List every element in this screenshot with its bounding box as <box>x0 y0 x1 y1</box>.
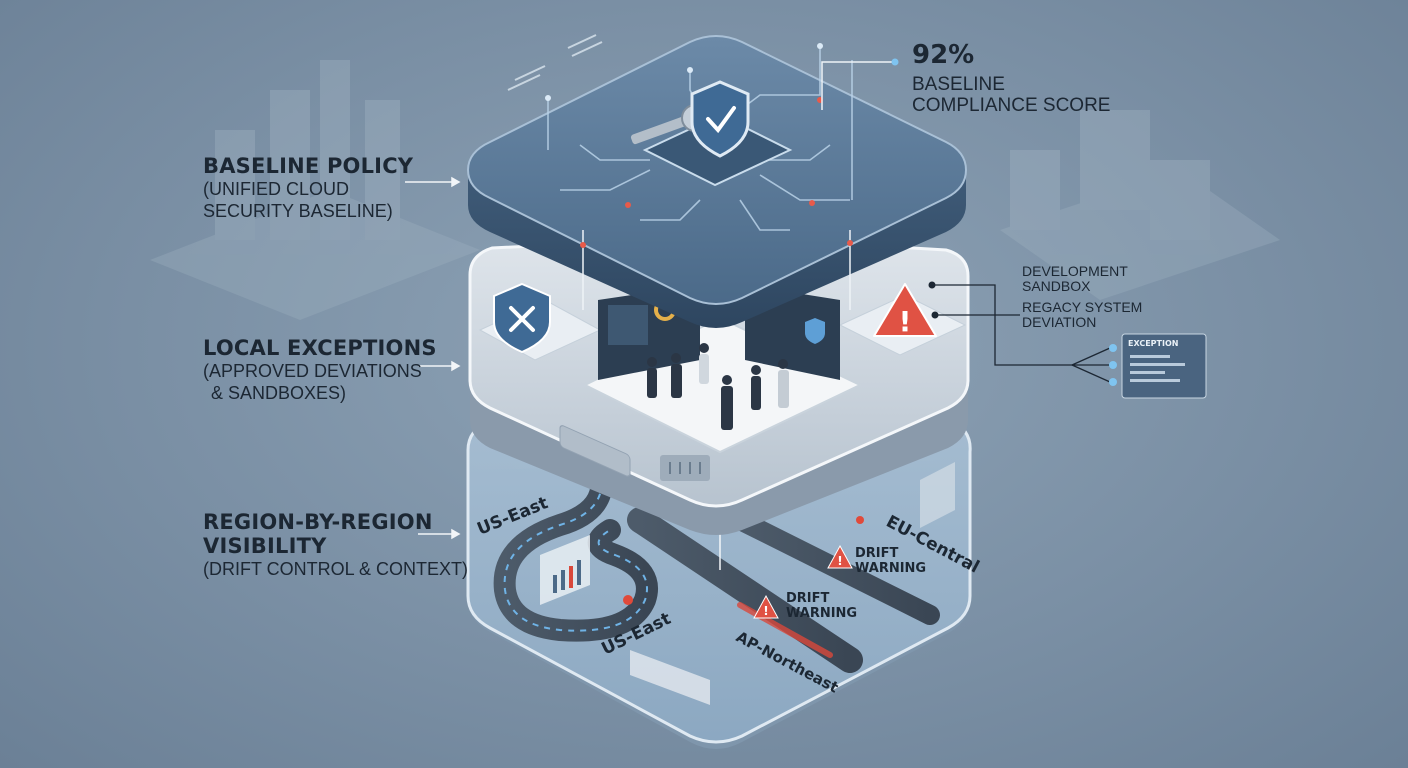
team-of-people <box>647 343 789 430</box>
region-report-panel <box>630 650 710 705</box>
layer-label-baseline-policy: BASELINE POLICY (UNIFIED CLOUD SECURITY … <box>203 154 413 222</box>
svg-text:!: ! <box>763 604 768 618</box>
compliance-score-label: BASELINE COMPLIANCE SCORE <box>912 74 1110 116</box>
region-chart-panel <box>540 535 590 605</box>
svg-text:!: ! <box>899 305 912 338</box>
region-side-panel <box>920 462 955 528</box>
drift-warning-1-line2: WARNING <box>855 561 926 576</box>
drift-warning-1: ! DRIFT WARNING <box>827 544 926 576</box>
exception-connectors <box>930 284 1111 383</box>
legacy-system-line1: REGACY SYSTEM <box>1022 299 1143 315</box>
local-exceptions-sub1: (APPROVED DEVIATIONS <box>203 361 422 381</box>
compliance-score-value: 92% <box>912 40 975 70</box>
baseline-policy-layer <box>466 35 968 328</box>
decor-data-lines <box>507 34 603 91</box>
background-city-right <box>1000 110 1280 300</box>
label-arrows <box>405 176 461 540</box>
drift-warning-2-line2: WARNING <box>786 606 857 621</box>
layer-label-region-visibility: REGION-BY-REGION VISIBILITY (DRIFT CONTR… <box>203 510 468 580</box>
drift-warning-1-line1: DRIFT <box>855 546 899 561</box>
drift-warning-2: ! DRIFT WARNING <box>753 591 857 621</box>
baseline-policy-sub2: SECURITY BASELINE) <box>203 201 393 221</box>
road-ap-northeast <box>627 507 863 673</box>
baseline-policy-title: BASELINE POLICY <box>203 154 414 178</box>
compliance-score-line2: COMPLIANCE SCORE <box>912 95 1111 116</box>
compliance-score-line1: BASELINE <box>912 74 1005 95</box>
exception-panel: EXCEPTION <box>1121 333 1207 399</box>
baseline-policy-sub1: (UNIFIED CLOUD <box>203 179 350 199</box>
layer-label-local-exceptions: LOCAL EXCEPTIONS (APPROVED DEVIATIONS & … <box>203 336 437 404</box>
region-visibility-title2: VISIBILITY <box>203 534 327 558</box>
exception-shield-pod <box>478 282 602 361</box>
warning-triangle-icon <box>873 283 937 337</box>
shield-check-icon <box>690 80 750 158</box>
local-exceptions-sub2: & SANDBOXES) <box>211 383 347 403</box>
exception-label-development-sandbox: DEVELOPMENT SANDBOX <box>1022 264 1128 294</box>
drift-warning-2-line1: DRIFT <box>786 591 830 606</box>
exception-warning-pod: ! <box>838 283 967 356</box>
exception-label-legacy-system: REGACY SYSTEM DEVIATION <box>1022 300 1142 330</box>
legacy-system-line2: DEVIATION <box>1022 314 1097 330</box>
circuit-traces <box>547 48 853 231</box>
background-city-left <box>150 60 480 320</box>
dev-sandbox-line2: SANDBOX <box>1022 278 1091 294</box>
exception-panel-title: EXCEPTION <box>1128 339 1178 348</box>
exceptions-layer: ! <box>468 236 970 535</box>
region-visibility-sub1: (DRIFT CONTROL & CONTEXT) <box>203 559 468 579</box>
svg-text:!: ! <box>837 554 842 568</box>
local-exceptions-title: LOCAL EXCEPTIONS <box>203 336 437 360</box>
dev-sandbox-line1: DEVELOPMENT <box>1022 263 1128 279</box>
region-visibility-title1: REGION-BY-REGION <box>203 510 433 534</box>
